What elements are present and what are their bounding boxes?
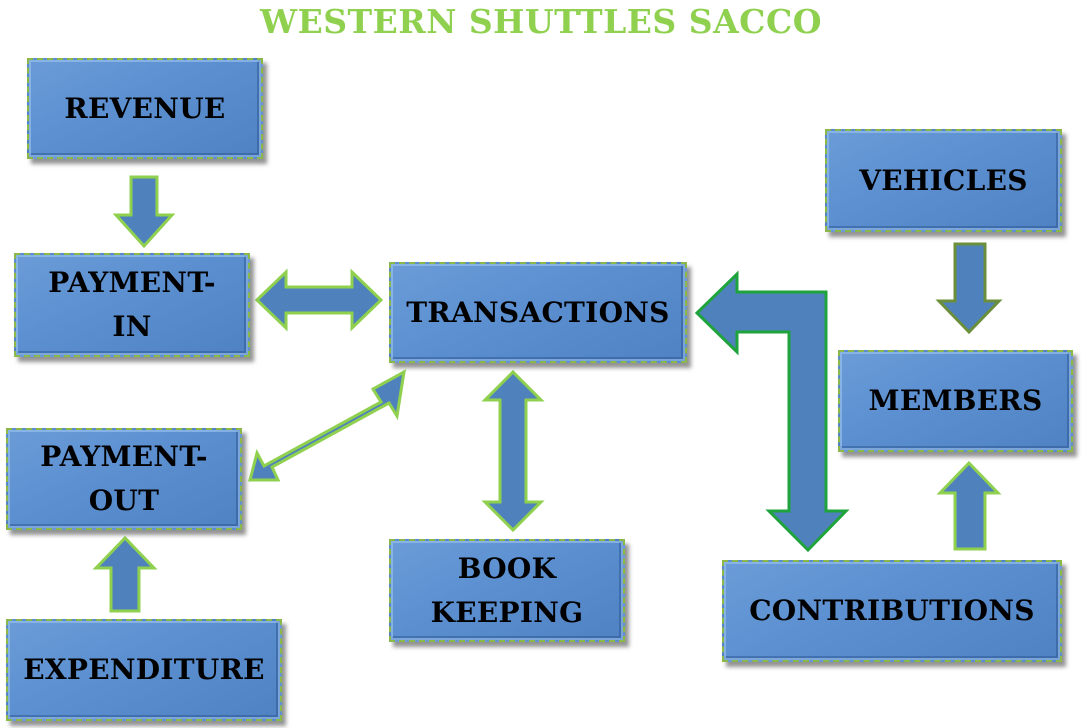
node-transactions-label: TRANSACTIONS [406, 295, 670, 329]
diagram-title: WESTERN SHUTTLES SACCO [260, 2, 822, 41]
arrow-transactions-payment-out [248, 369, 406, 482]
node-expenditure: EXPENDITURE [6, 619, 282, 721]
node-payment-out: PAYMENT- OUT [6, 428, 242, 530]
node-payment-out-label: PAYMENT- OUT [40, 440, 208, 517]
node-revenue-label: REVENUE [64, 91, 226, 125]
node-book-keeping-label: BOOK KEEPING [430, 551, 584, 629]
node-members: MEMBERS [838, 350, 1073, 452]
arrow-revenue-to-payment-in [112, 175, 176, 249]
arrow-payment-in-transactions [254, 268, 384, 332]
arrow-contributions-to-members [936, 460, 1002, 551]
arrow-contributions-transactions [694, 270, 850, 553]
arrow-vehicles-to-members [935, 242, 1003, 335]
node-payment-in: PAYMENT- IN [14, 253, 250, 357]
node-transactions: TRANSACTIONS [389, 262, 687, 363]
arrow-transactions-book-keeping [481, 369, 545, 533]
node-expenditure-label: EXPENDITURE [23, 653, 265, 686]
node-contributions: CONTRIBUTIONS [722, 560, 1062, 662]
node-revenue: REVENUE [27, 58, 263, 159]
node-payment-in-label: PAYMENT- IN [48, 266, 216, 343]
node-book-keeping: BOOK KEEPING [389, 539, 625, 642]
node-vehicles-label: VEHICLES [859, 163, 1028, 197]
node-contributions-label: CONTRIBUTIONS [749, 594, 1035, 627]
node-vehicles: VEHICLES [825, 129, 1062, 232]
arrow-expenditure-to-payment-out [92, 535, 158, 613]
node-members-label: MEMBERS [868, 384, 1043, 417]
